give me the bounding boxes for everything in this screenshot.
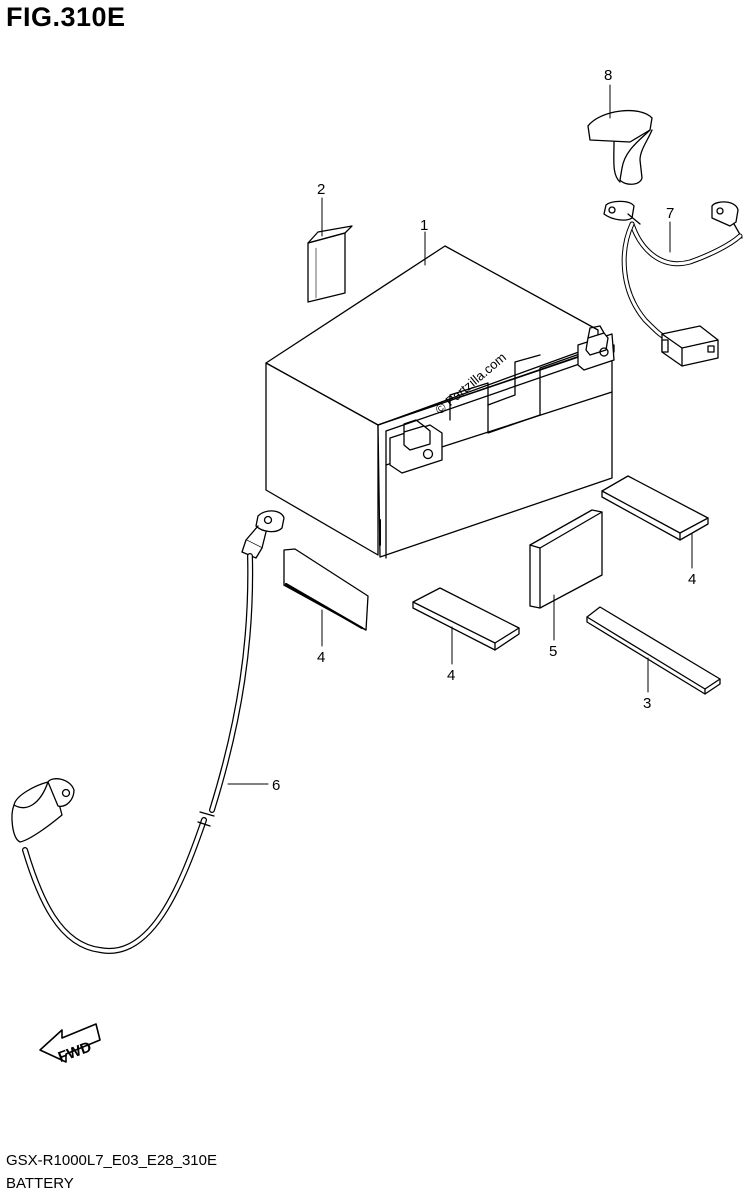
callout-4-left: 4: [317, 649, 325, 666]
diagram-name: BATTERY: [6, 1175, 74, 1192]
part-7-wire[interactable]: [603, 200, 743, 367]
part-1-battery[interactable]: [265, 245, 615, 559]
part-4-pad-middle[interactable]: [412, 587, 520, 651]
part-3-strip[interactable]: [586, 606, 721, 695]
part-4-pad-left[interactable]: [283, 548, 369, 631]
callout-4-middle: 4: [447, 667, 455, 684]
callout-2: 2: [317, 181, 325, 198]
fwd-arrow: FWD: [39, 1023, 101, 1066]
part-4-pad-right[interactable]: [601, 475, 709, 541]
callout-5: 5: [549, 643, 557, 660]
part-6-cable[interactable]: [11, 510, 285, 954]
callout-1: 1: [420, 217, 428, 234]
callout-6: 6: [272, 777, 280, 794]
part-5-pad[interactable]: [529, 509, 603, 609]
callout-4-right: 4: [688, 571, 696, 588]
callout-numbers: 1 2 3 4 4 4 5 6 7 8: [272, 67, 696, 794]
part-2-pad[interactable]: [307, 225, 353, 303]
figure-title: FIG.310E: [6, 2, 126, 32]
diagram-code: GSX-R1000L7_E03_E28_310E: [6, 1152, 217, 1169]
callout-7: 7: [666, 205, 674, 222]
callout-8: 8: [604, 67, 612, 84]
callout-3: 3: [643, 695, 651, 712]
leader-lines: [227, 84, 693, 785]
part-8-cap[interactable]: [587, 110, 653, 185]
